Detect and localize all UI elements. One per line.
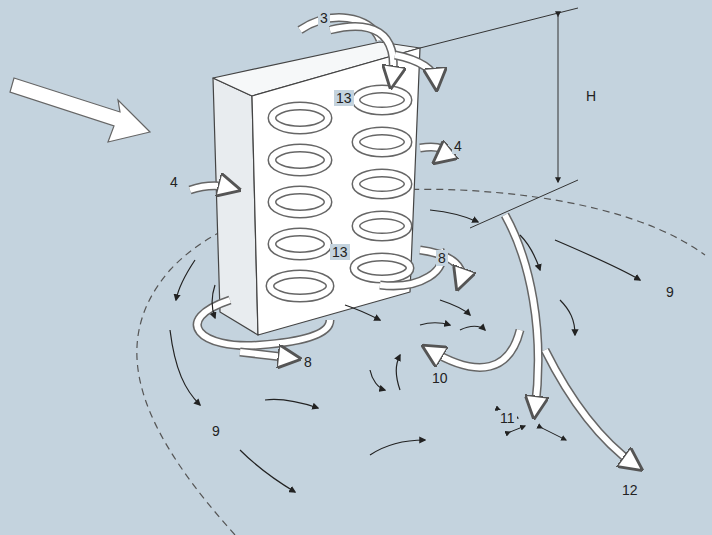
callout-number: 4 (168, 174, 180, 190)
callout-number: H (584, 88, 598, 104)
callout-number: 9 (210, 423, 222, 439)
horseshoe-vortex (197, 250, 461, 358)
callout-number: 4 (452, 138, 464, 154)
callout-number: 9 (664, 284, 676, 300)
callout-number: 8 (436, 250, 448, 266)
helical-vortex (270, 89, 410, 298)
streamline (170, 210, 640, 492)
building (213, 42, 420, 335)
callout-number: 13 (330, 244, 350, 260)
callout-number: 13 (334, 90, 354, 106)
wind-arrow (10, 78, 150, 142)
separation-flow (190, 18, 635, 465)
callout-number: 10 (430, 370, 450, 386)
callout-number: 12 (620, 482, 640, 498)
callout-number: 11 (498, 410, 517, 426)
callout-number: 3 (318, 10, 330, 26)
height-dimension (420, 8, 578, 228)
callout-number: 8 (302, 354, 314, 370)
